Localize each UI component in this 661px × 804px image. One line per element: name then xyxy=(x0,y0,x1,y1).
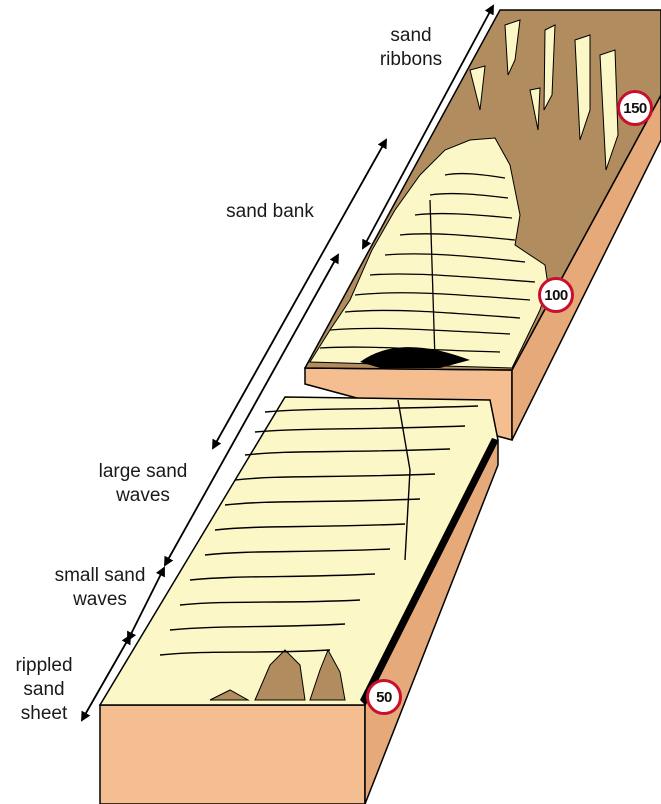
label-sand-ribbons: sand ribbons xyxy=(366,24,456,72)
distance-marker-50: 50 xyxy=(366,679,402,715)
label-sand-bank: sand bank xyxy=(220,200,320,224)
label-rippled-sand-sheet: rippled sand sheet xyxy=(10,654,78,726)
label-small-sand-waves-line1: small sand xyxy=(40,564,160,588)
label-rippled-sand-sheet-line3: sheet xyxy=(10,702,78,726)
label-sand-ribbons-line2: ribbons xyxy=(366,48,456,72)
distance-marker-100: 100 xyxy=(538,277,574,313)
label-rippled-sand-sheet-line1: rippled xyxy=(10,654,78,678)
upper-block xyxy=(305,10,661,440)
label-large-sand-waves-line2: waves xyxy=(88,484,198,508)
distance-marker-150: 150 xyxy=(617,90,653,126)
label-large-sand-waves: large sand waves xyxy=(88,460,198,508)
label-small-sand-waves: small sand waves xyxy=(40,564,160,612)
label-small-sand-waves-line2: waves xyxy=(40,588,160,612)
label-sand-bank-line1: sand bank xyxy=(220,200,320,224)
label-sand-ribbons-line1: sand xyxy=(366,24,456,48)
label-large-sand-waves-line1: large sand xyxy=(88,460,198,484)
label-rippled-sand-sheet-line2: sand xyxy=(10,678,78,702)
lower-block-front-face xyxy=(100,705,365,804)
